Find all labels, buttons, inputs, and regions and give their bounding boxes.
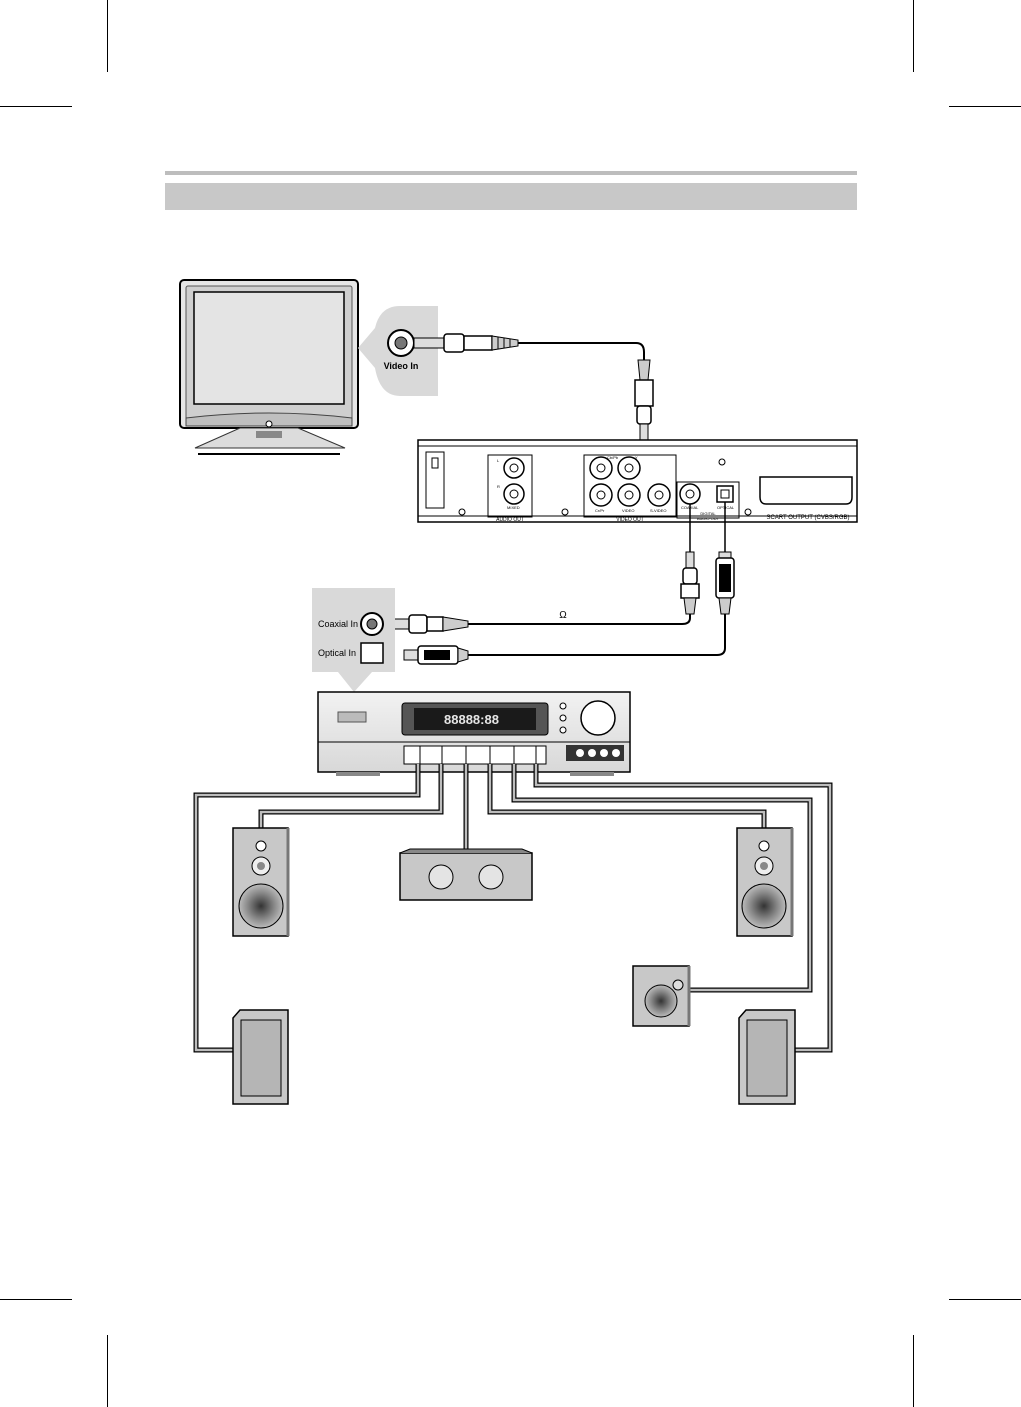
rear-left-speaker bbox=[232, 1009, 289, 1105]
y-label: Y bbox=[635, 455, 638, 460]
television bbox=[179, 279, 359, 455]
video-in-callout: Video In bbox=[358, 306, 438, 396]
coaxial-in-label: Coaxial In bbox=[318, 619, 358, 629]
digital-label: DIGITAL bbox=[700, 511, 716, 516]
optical-cable bbox=[403, 502, 735, 665]
optical-in-jack[interactable] bbox=[360, 642, 384, 664]
video-in-label: Video In bbox=[384, 361, 419, 371]
video-cable bbox=[413, 333, 654, 497]
header-rule bbox=[165, 171, 857, 175]
crop-mark bbox=[949, 1299, 1021, 1300]
optical-label: OPTICAL bbox=[717, 505, 735, 510]
digital-audio-out-label: AUDIO OUT bbox=[697, 516, 720, 521]
video-out-label: VIDEO OUT bbox=[616, 517, 644, 523]
section-header-bar bbox=[165, 183, 857, 210]
cr-pr-label: Cr/Pr bbox=[595, 508, 605, 513]
audio-out-mixed-label: MIXED bbox=[507, 505, 520, 510]
speaker-wires-inner bbox=[194, 764, 832, 1052]
subwoofer bbox=[632, 965, 691, 1027]
video-label: VIDEO bbox=[622, 508, 634, 513]
impedance-symbol: Ω bbox=[559, 610, 567, 621]
crop-mark bbox=[0, 1299, 72, 1300]
cb-pb-label: Cb/Pb bbox=[607, 455, 619, 460]
audio-out-right-label: R bbox=[497, 484, 500, 489]
scart-connector[interactable] bbox=[759, 476, 853, 505]
s-video-label: S-VIDEO bbox=[650, 508, 666, 513]
receiver-inputs-callout: Coaxial In Optical In bbox=[312, 588, 395, 692]
speaker-wires bbox=[193, 764, 833, 1053]
center-speaker bbox=[399, 848, 533, 901]
audio-out-left-label: L bbox=[497, 458, 500, 463]
receiver-display: 88888:88 bbox=[444, 712, 499, 727]
optical-out-jack[interactable] bbox=[716, 485, 734, 503]
av-receiver: 88888:88 bbox=[317, 691, 631, 776]
volume-knob[interactable] bbox=[580, 700, 616, 736]
crop-mark bbox=[949, 106, 1021, 107]
dvd-player-rear-panel: L R MIXED AUDIO OUT Cb/Pb Y Cr/Pr VIDEO … bbox=[417, 439, 858, 523]
crop-mark bbox=[107, 1335, 108, 1407]
audio-out-label: AUDIO OUT bbox=[496, 517, 524, 523]
coaxial-cable: Ω bbox=[382, 504, 700, 634]
scart-label: SCART OUTPUT (CVBS/RGB) bbox=[766, 515, 849, 521]
crop-mark bbox=[913, 1335, 914, 1407]
front-right-speaker bbox=[736, 827, 794, 937]
rear-right-speaker bbox=[738, 1009, 796, 1105]
crop-mark bbox=[913, 0, 914, 72]
crop-mark bbox=[107, 0, 108, 72]
optical-in-label: Optical In bbox=[318, 648, 356, 658]
crop-mark bbox=[0, 106, 72, 107]
front-left-speaker bbox=[232, 827, 290, 937]
